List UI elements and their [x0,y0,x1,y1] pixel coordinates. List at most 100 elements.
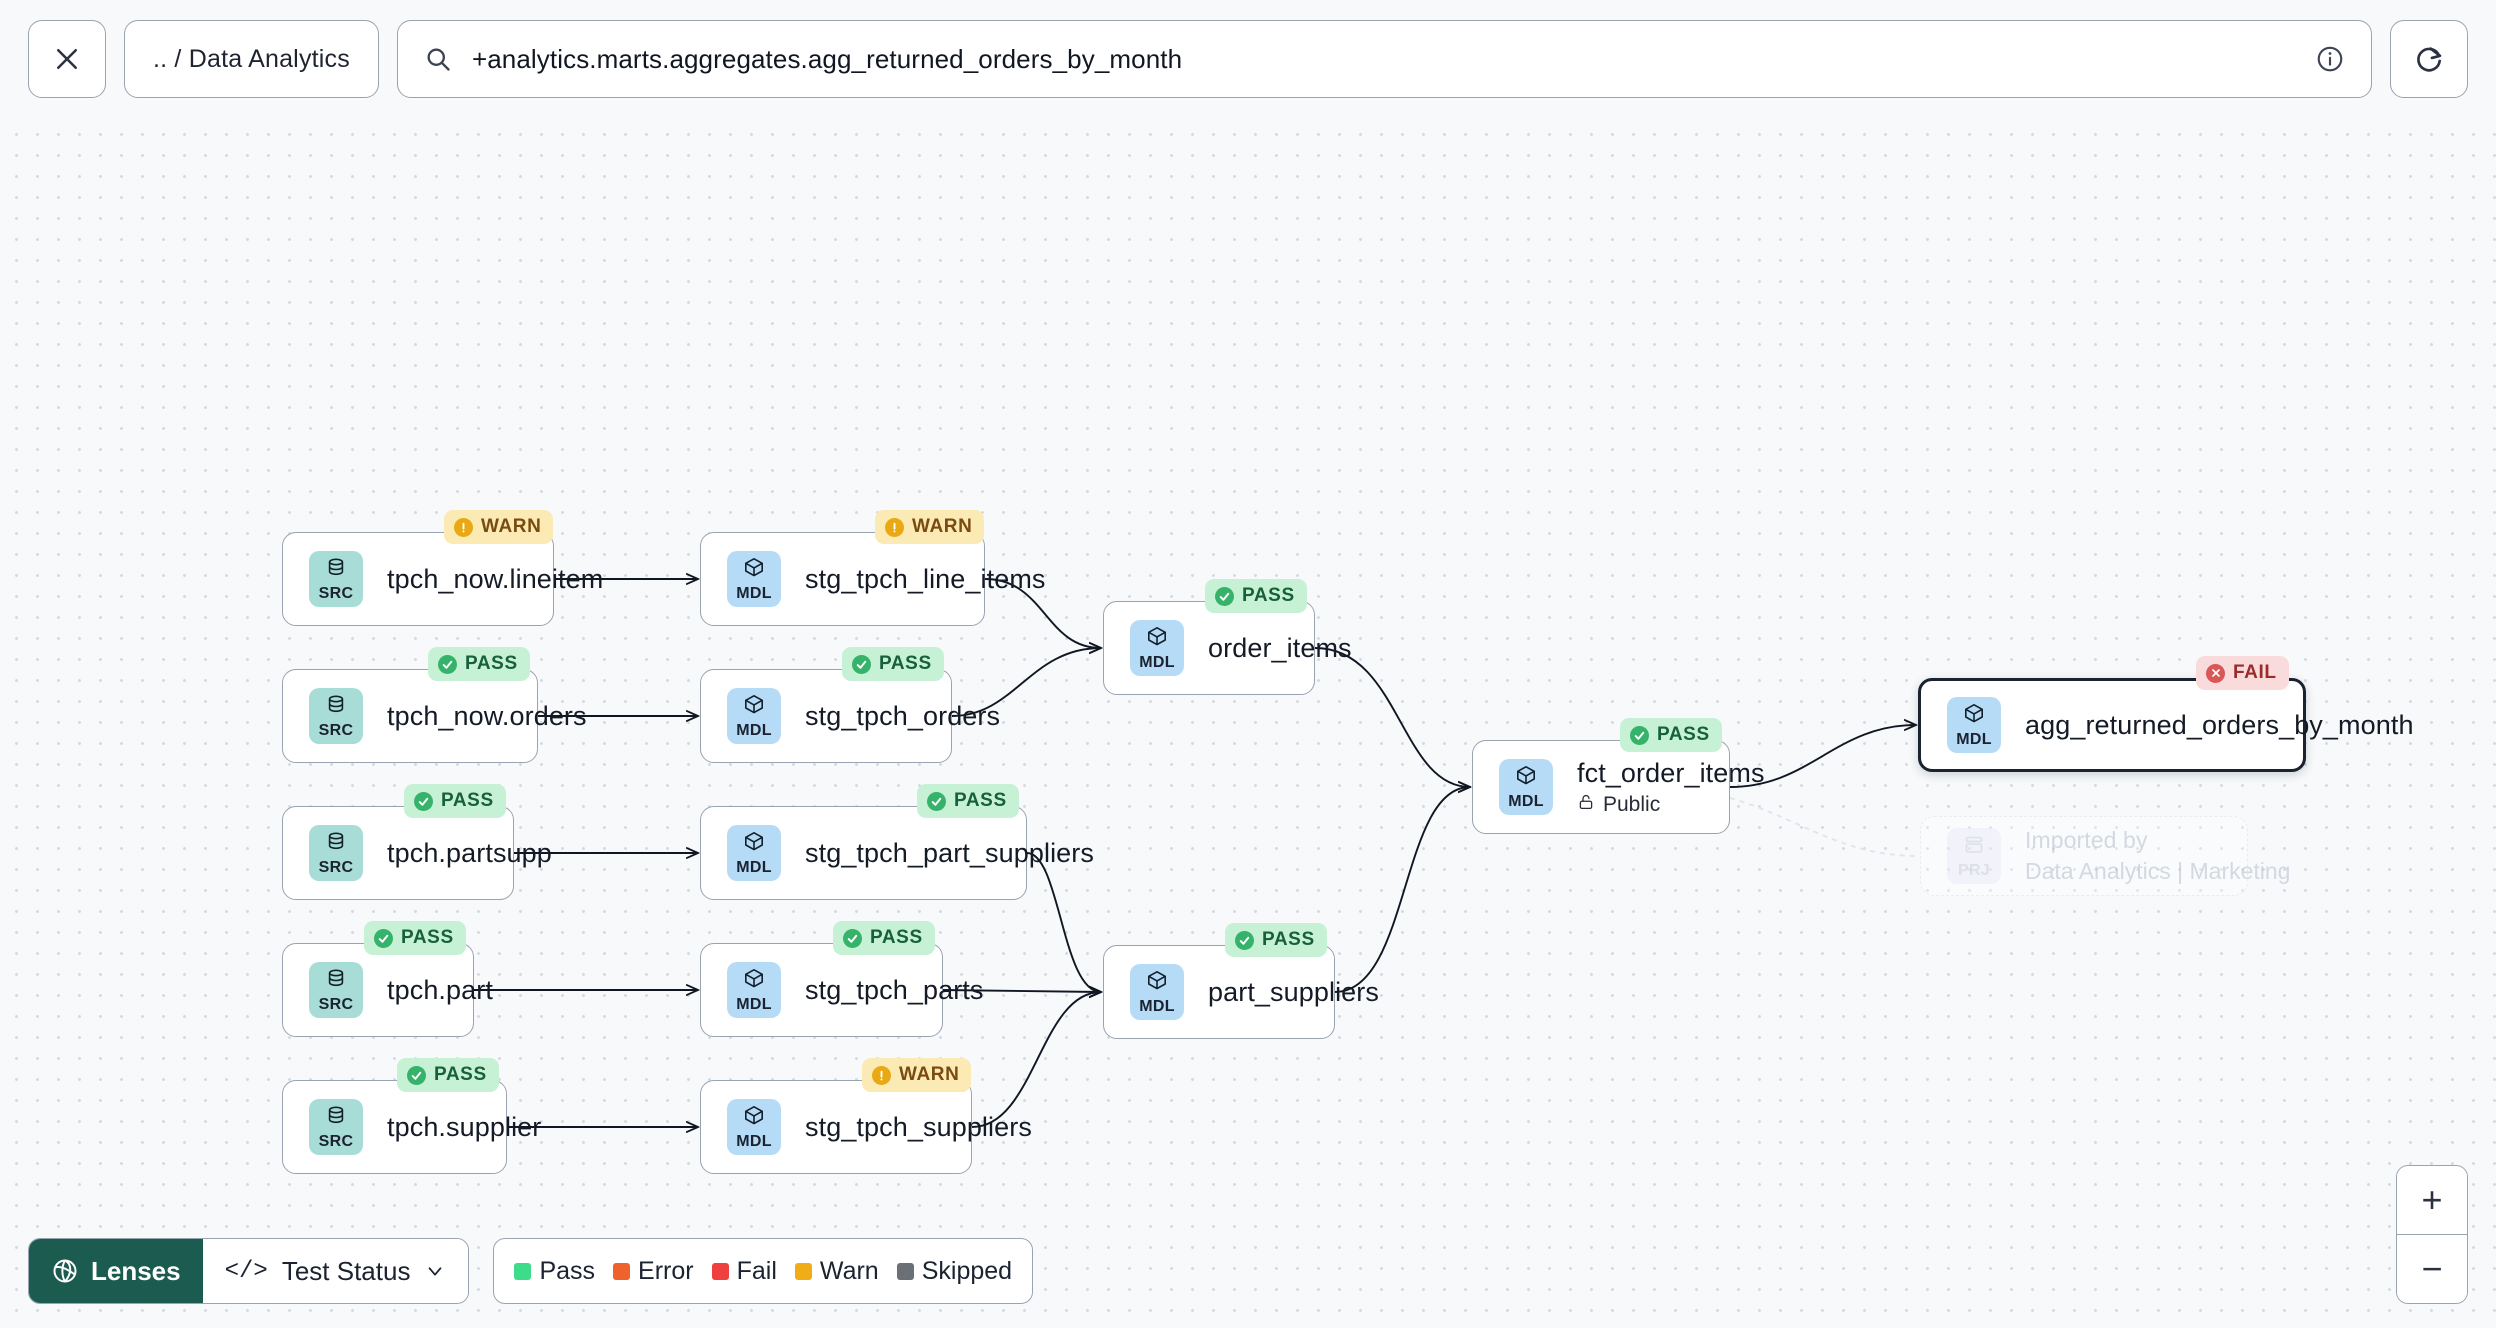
status-badge-warn[interactable]: WARN [875,510,985,544]
graph-node-agg_returned_orders_by_month[interactable]: MDL agg_returned_orders_by_month [1918,678,2413,772]
status-badge-pass[interactable]: PASS [833,921,935,955]
status-legend: Pass Error Fail Warn Skipped [493,1238,1034,1304]
status-badge-pass[interactable]: PASS [1620,718,1722,752]
legend-item-fail[interactable]: Fail [711,1256,777,1286]
node-kind-chip-mdl: MDL [727,962,781,1018]
status-pass-icon [407,1065,426,1085]
status-badge-pass[interactable]: PASS [428,647,530,681]
cube-icon [742,1104,766,1133]
graph-node-stg_tpch_line_items[interactable]: MDL stg_tpch_line_items [700,532,1046,626]
node-kind-label: MDL [1139,654,1175,671]
status-badge-pass[interactable]: PASS [842,647,944,681]
graph-node-stg_tpch_part_suppliers[interactable]: MDL stg_tpch_part_suppliers [700,806,1094,900]
graph-node-part_suppliers[interactable]: MDL part_suppliers [1103,945,1379,1039]
info-icon[interactable] [2315,44,2345,74]
status-badge-pass[interactable]: PASS [1225,923,1327,957]
graph-node-order_items[interactable]: MDL order_items [1103,601,1352,695]
node-label: stg_tpch_line_items [805,563,1046,594]
test-status-dropdown[interactable]: </> Test Status [202,1239,469,1303]
legend-label: Skipped [921,1256,1013,1285]
status-pass-icon [1235,930,1254,950]
status-badge-label: PASS [1242,585,1295,606]
graph-node-tpch_now_lineitem[interactable]: SRC tpch_now.lineitem [282,532,603,626]
refresh-icon [2413,43,2445,75]
node-kind-chip-mdl: MDL [1947,697,2001,753]
database-icon [324,1104,348,1133]
status-warn-icon [454,517,473,537]
legend-item-warn[interactable]: Warn [794,1257,879,1286]
test-status-label: Test Status [281,1255,411,1286]
node-label-group: agg_returned_orders_by_month [2025,710,2413,741]
node-kind-chip-src: SRC [309,551,363,607]
unlock-icon [1577,793,1595,817]
node-label: stg_tpch_part_suppliers [805,837,1094,868]
legend-swatch [711,1262,729,1280]
legend-item-pass[interactable]: Pass [514,1257,595,1286]
status-badge-label: PASS [401,927,454,948]
status-badge-warn[interactable]: WARN [444,510,554,544]
status-badge-pass[interactable]: PASS [917,784,1019,818]
search-query-text: +analytics.marts.aggregates.agg_returned… [471,43,1183,74]
legend-swatch [613,1262,631,1280]
lenses-button[interactable]: Lenses [29,1239,203,1303]
status-pass-icon [374,928,393,948]
node-label-group: tpch_now.orders [387,701,587,732]
status-badge-fail[interactable]: FAIL [2196,656,2289,690]
database-icon [324,967,348,996]
node-label-group: part_suppliers [1208,977,1379,1008]
project-icon [1962,833,1986,862]
cube-icon [1514,764,1538,793]
database-icon [324,693,348,722]
node-kind-chip-mdl: MDL [727,825,781,881]
status-badge-pass[interactable]: PASS [364,921,466,955]
cube-icon [1962,702,1986,731]
status-pass-icon [852,654,871,674]
node-label: stg_tpch_suppliers [805,1111,1032,1142]
legend-label: Fail [736,1256,777,1285]
node-label-group: tpch.supplier [387,1112,541,1143]
node-label: stg_tpch_orders [805,700,1001,731]
node-kind-label: MDL [1956,731,1992,748]
bottom-toolbar: Lenses </> Test Status Pass Error Fail Warn… [28,1238,1034,1304]
status-badge-pass[interactable]: PASS [1205,579,1307,613]
status-badge-label: WARN [481,516,542,537]
top-toolbar: .. / Data Analytics +analytics.marts.agg… [0,0,2496,118]
refresh-button[interactable] [2390,20,2468,98]
search-input[interactable]: +analytics.marts.aggregates.agg_returned… [396,20,2372,98]
zoom-out-button[interactable]: − [2397,1235,2467,1303]
status-badge-label: PASS [441,790,494,811]
status-badge-label: PASS [465,653,518,674]
close-button[interactable] [28,20,106,98]
status-badge-warn[interactable]: WARN [862,1058,972,1092]
lineage-edge [1334,787,1470,993]
zoom-divider [2397,1233,2467,1235]
node-label: order_items [1208,632,1352,663]
zoom-in-button[interactable]: + [2397,1165,2467,1234]
search-icon [424,45,452,73]
status-badge-label: PASS [1262,929,1315,950]
status-badge-label: FAIL [2233,662,2277,683]
node-kind-label: MDL [736,585,772,602]
node-label: tpch.part [387,974,493,1005]
node-kind-label: SRC [318,1133,354,1150]
graph-node-tpch_supplier[interactable]: SRC tpch.supplier [282,1080,541,1174]
cube-icon [742,830,766,859]
status-badge-pass[interactable]: PASS [404,784,506,818]
status-badge-pass[interactable]: PASS [397,1058,499,1092]
node-kind-chip-mdl: MDL [1130,964,1184,1020]
node-label-group: tpch_now.lineitem [387,564,603,595]
breadcrumb[interactable]: .. / Data Analytics [124,20,379,98]
legend-item-error[interactable]: Error [613,1257,694,1286]
lineage-edge [971,992,1101,1128]
legend-item-skipped[interactable]: Skipped [896,1256,1013,1286]
